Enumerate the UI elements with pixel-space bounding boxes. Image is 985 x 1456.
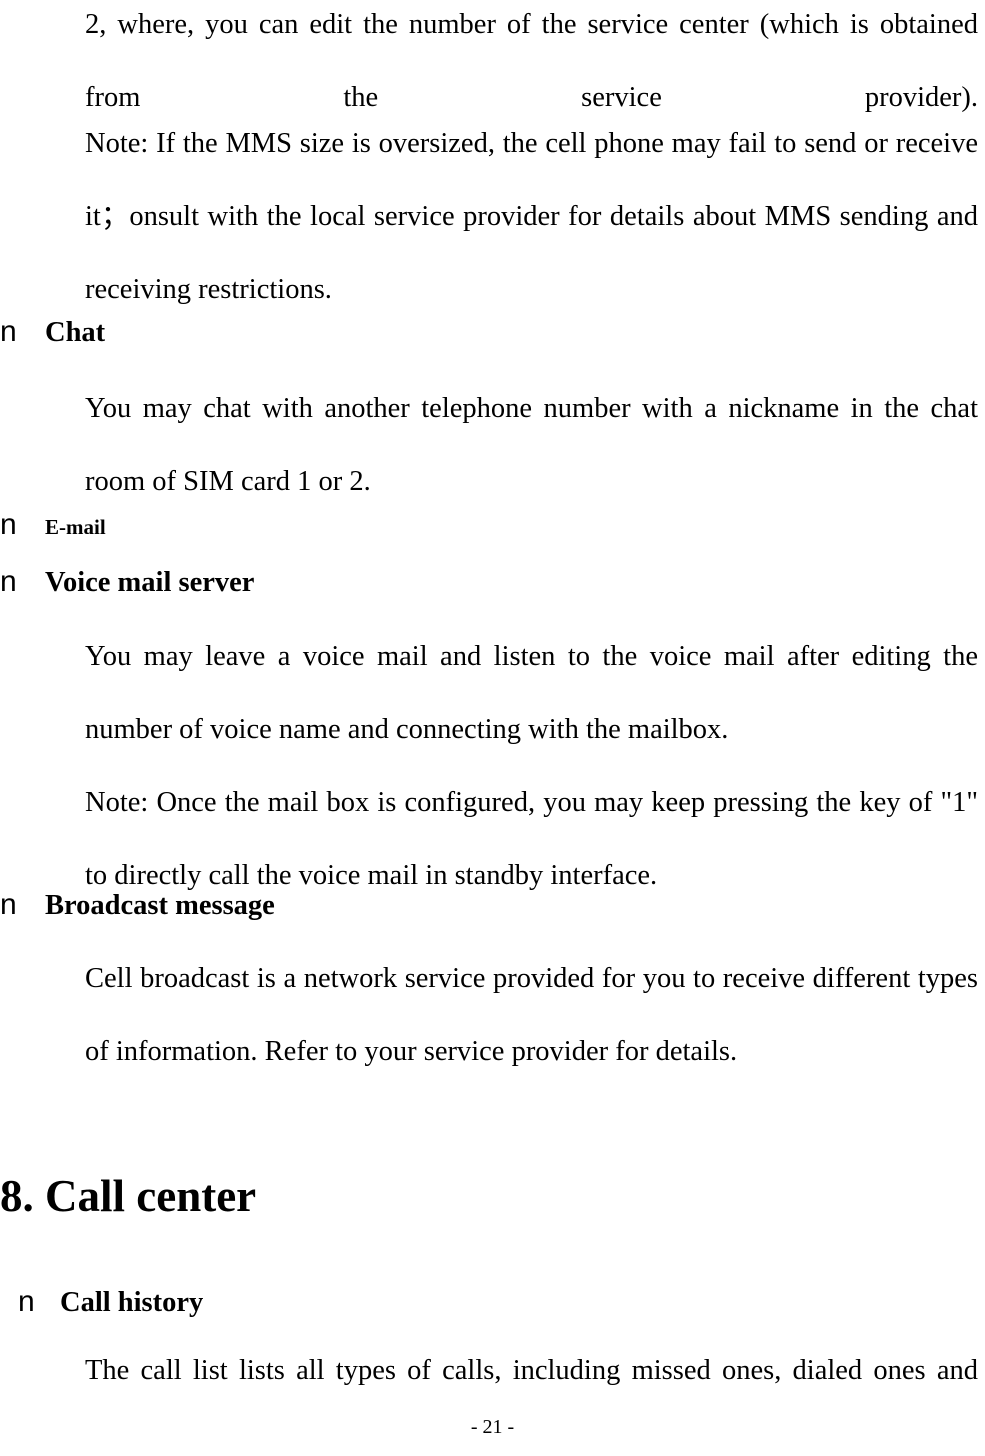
paragraph-chat-body: You may chat with another telephone numb… <box>85 393 978 497</box>
bullet-label-email: E-mail <box>45 515 106 539</box>
bullet-item-email: n E-mail <box>0 510 106 540</box>
page-number-footer: - 21 - <box>470 1416 515 1438</box>
square-bullet-icon: n <box>0 508 17 541</box>
square-bullet-icon: n <box>0 565 17 598</box>
bullet-item-broadcast-message: n Broadcast message <box>0 890 275 921</box>
section-heading-call-center: 8. Call center <box>0 1171 257 1221</box>
square-bullet-icon: n <box>18 1285 35 1318</box>
paragraph-broadcast-body: Cell broadcast is a network service prov… <box>85 963 978 1067</box>
square-bullet-icon: n <box>0 888 17 921</box>
bullet-label-broadcast-message: Broadcast message <box>45 890 275 921</box>
paragraph-voice-mail-note: Note: Once the mail box is configured, y… <box>85 787 978 891</box>
paragraph-call-history-body: The call list lists all types of calls, … <box>85 1355 978 1386</box>
paragraph-service-center: 2, where, you can edit the number of the… <box>85 9 978 113</box>
bullet-item-call-history: n Call history <box>18 1287 203 1318</box>
bullet-label-chat: Chat <box>45 317 106 348</box>
paragraph-mms-note: Note: If the MMS size is oversized, the … <box>85 128 978 305</box>
bullet-label-voice-mail-server: Voice mail server <box>45 567 255 598</box>
bullet-item-chat: n Chat <box>0 317 105 348</box>
paragraph-voice-mail-body: You may leave a voice mail and listen to… <box>85 641 978 745</box>
bullet-item-voice-mail-server: n Voice mail server <box>0 567 254 598</box>
bullet-label-call-history: Call history <box>60 1287 204 1318</box>
square-bullet-icon: n <box>0 315 17 348</box>
